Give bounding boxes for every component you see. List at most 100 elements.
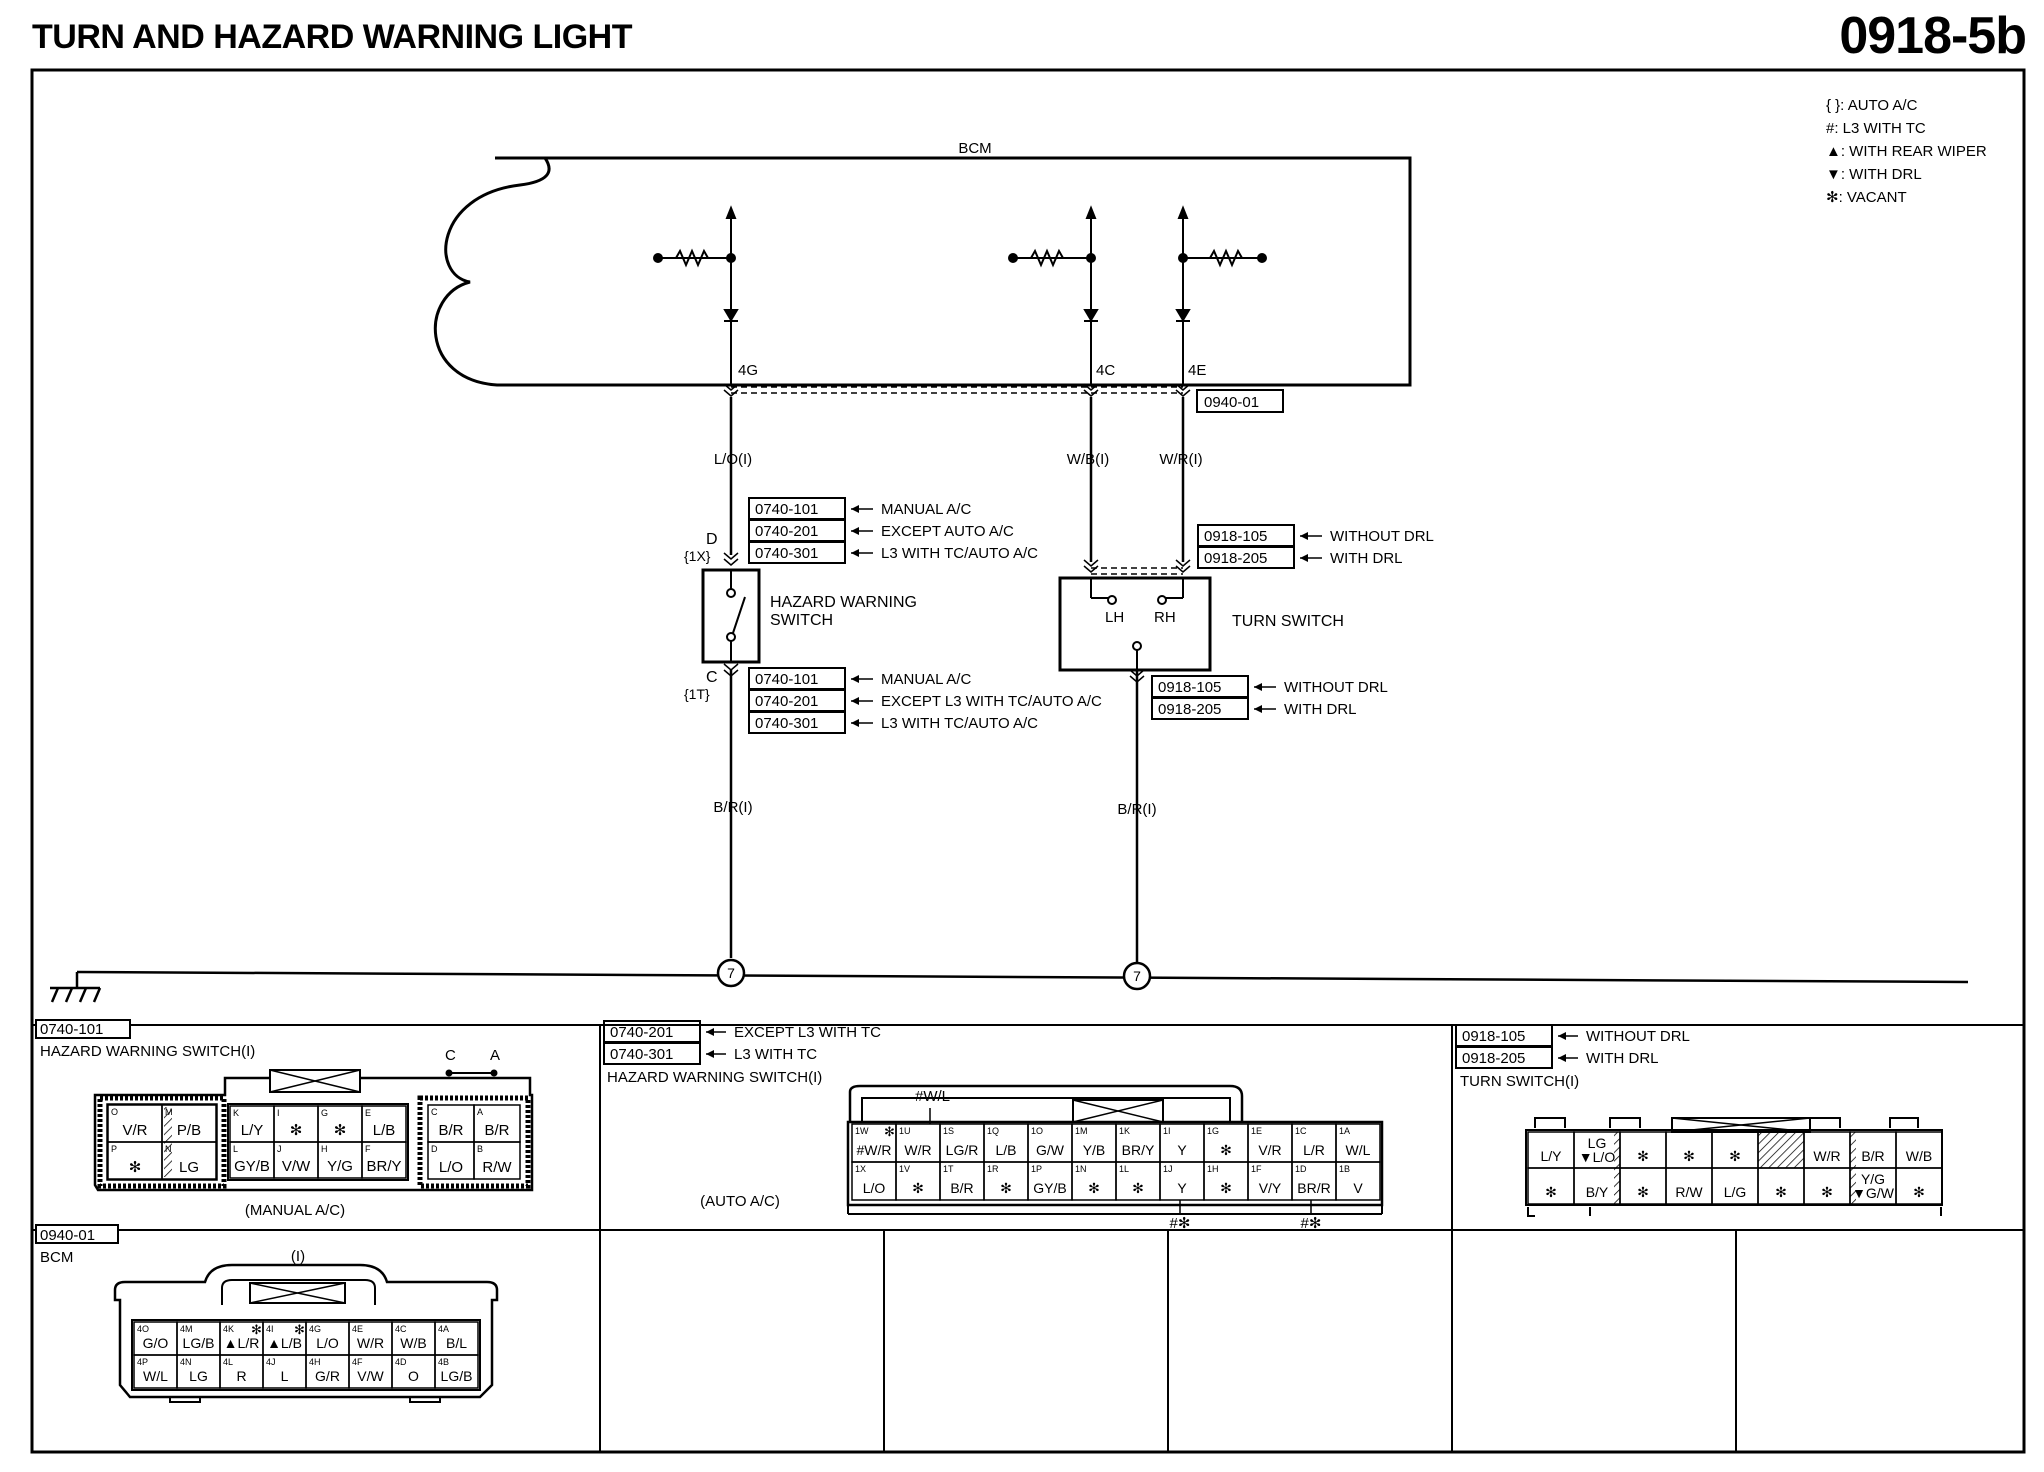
terminal-pin: F [365, 1144, 371, 1154]
terminal-cell [1335, 1161, 1381, 1201]
turn-switch-lh: LH [1105, 609, 1124, 626]
terminal-pin: 4E [352, 1324, 363, 1334]
terminal-label: ▼G/W [1852, 1185, 1895, 1201]
terminal-pin: 4O [137, 1324, 149, 1334]
terminal-pin: O [111, 1107, 118, 1117]
p2-ref-code: 0740-301 [610, 1046, 673, 1063]
p4-code: 0940-01 [40, 1227, 95, 1244]
page-title: TURN AND HAZARD WARNING LIGHT [32, 18, 632, 56]
legend-item: ▲: WITH REAR WIPER [1826, 143, 1987, 160]
terminal-label: ✻ [1000, 1180, 1012, 1196]
terminal-cell [473, 1141, 521, 1180]
terminal-pin: 4B [438, 1357, 449, 1367]
turn-refs-top: 0918-105 WITHOUT DRL 0918-205 WITH DRL [1197, 524, 1434, 569]
terminal-pin: 4A [438, 1324, 449, 1334]
turn-ref-top-code: 0918-205 [1204, 550, 1267, 567]
terminal-label: ▼L/O [1579, 1149, 1616, 1165]
terminal-pin: 1H [1207, 1164, 1219, 1174]
terminal-label: L/O [439, 1159, 463, 1176]
pin-4e: 4E [1188, 362, 1206, 379]
terminal-pin: G [321, 1108, 328, 1118]
terminal-label: ✻ [1775, 1184, 1787, 1200]
hazard-switch [701, 552, 761, 677]
terminal-label: ✻ [1220, 1142, 1232, 1158]
terminal-pin: 4N [180, 1357, 192, 1367]
ground-point-left [716, 958, 746, 988]
terminal-label: ▲L/B [267, 1335, 302, 1351]
terminal-label: ✻ [1729, 1148, 1741, 1164]
p2-ref-code: 0740-201 [610, 1024, 673, 1041]
ground-number-left: 7 [727, 965, 735, 981]
terminal-label: Y/G [327, 1158, 353, 1175]
terminal-pin: J [277, 1144, 282, 1154]
terminal-pin: L [233, 1144, 238, 1154]
turn-ref-top-desc: WITH DRL [1330, 550, 1403, 567]
terminal-pin: 1X [855, 1164, 866, 1174]
terminal-label: ✻ [1637, 1184, 1649, 1200]
terminal-pin: 4I [266, 1324, 274, 1334]
terminal-pin: 1E [1251, 1126, 1262, 1136]
terminal-label: ✻ [1088, 1180, 1100, 1196]
terminal-label: ▲L/R [224, 1335, 260, 1351]
terminal-pin: 4P [137, 1357, 148, 1367]
turn-switch [1058, 559, 1212, 683]
terminal-label: GY/B [1033, 1180, 1066, 1196]
turn-switch-label: TURN SWITCH [1232, 613, 1344, 630]
terminal-pin: 1C [1295, 1126, 1307, 1136]
hazard-ref-top-code: 0740-101 [755, 501, 818, 518]
terminal-pin: 1O [1031, 1126, 1043, 1136]
turn-ref-top-desc: WITHOUT DRL [1330, 528, 1434, 545]
p2-ref-arrowhead [706, 1028, 714, 1036]
terminal-label: W/L [1346, 1142, 1371, 1158]
terminal-pin: 1V [899, 1164, 910, 1174]
p3-ref-arrowhead [1558, 1032, 1566, 1040]
terminal-pin: 4L [223, 1357, 233, 1367]
terminal-pin: 4G [309, 1324, 321, 1334]
pin-4g: 4G [738, 362, 758, 379]
terminal-label: Y/B [1083, 1142, 1106, 1158]
terminal-pin: 4F [352, 1357, 363, 1367]
terminal-label: LG [189, 1368, 208, 1384]
terminal-label: Y [1177, 1180, 1187, 1196]
connector-ref-box [1196, 389, 1284, 413]
turn-ref-top-code: 0918-105 [1204, 528, 1267, 545]
terminal-label: V/W [357, 1368, 384, 1384]
terminal-label: V [1353, 1180, 1363, 1196]
hazard-ref-top-code: 0740-201 [755, 523, 818, 540]
bcm-label: BCM [958, 140, 991, 157]
hazard-switch-label-1: HAZARD WARNING [770, 594, 917, 611]
hazard-ref-top-arrowhead [851, 527, 859, 535]
terminal-pin: D [431, 1144, 438, 1154]
terminal-label: LG [179, 1159, 199, 1176]
p1-caption: (MANUAL A/C) [245, 1202, 345, 1219]
p2-below-1: #✻ [1170, 1215, 1191, 1232]
terminal-pin: 1F [1251, 1164, 1262, 1174]
hazard-pin-bottom-alt: {1T} [684, 686, 710, 702]
p1-a-label: A [490, 1047, 500, 1064]
terminal-mark: ✻ [251, 1322, 262, 1337]
terminal-label: ✻ [1913, 1184, 1925, 1200]
terminal-label: L/B [995, 1142, 1016, 1158]
p3-ref-code: 0918-205 [1462, 1050, 1525, 1067]
legend-item: { }: AUTO A/C [1826, 97, 1918, 114]
hazard-ref-bottom-code: 0740-101 [755, 671, 818, 688]
terminal-pin: 1K [1119, 1126, 1130, 1136]
bcm-connector-line [723, 383, 1191, 397]
terminal-pin: 1N [1075, 1164, 1087, 1174]
turn-ref-bottom-box [1151, 697, 1249, 720]
terminal-label: R/W [1675, 1184, 1703, 1200]
p1-c-label: C [445, 1047, 456, 1064]
terminal-label: B/R [1861, 1148, 1884, 1164]
terminal-label: B/R [950, 1180, 973, 1196]
hazard-pin-top: D [706, 531, 718, 548]
terminal-label: L/O [863, 1180, 886, 1196]
turn-ref-top-arrowhead [1300, 532, 1308, 540]
hazard-ref-top-desc: MANUAL A/C [881, 501, 971, 518]
terminal-label: BR/Y [1122, 1142, 1155, 1158]
turn-ref-bottom-arrowhead [1254, 683, 1262, 691]
terminal-label: R/W [482, 1159, 512, 1176]
terminal-label: W/R [904, 1142, 931, 1158]
terminal-pin: 1J [1163, 1164, 1173, 1174]
